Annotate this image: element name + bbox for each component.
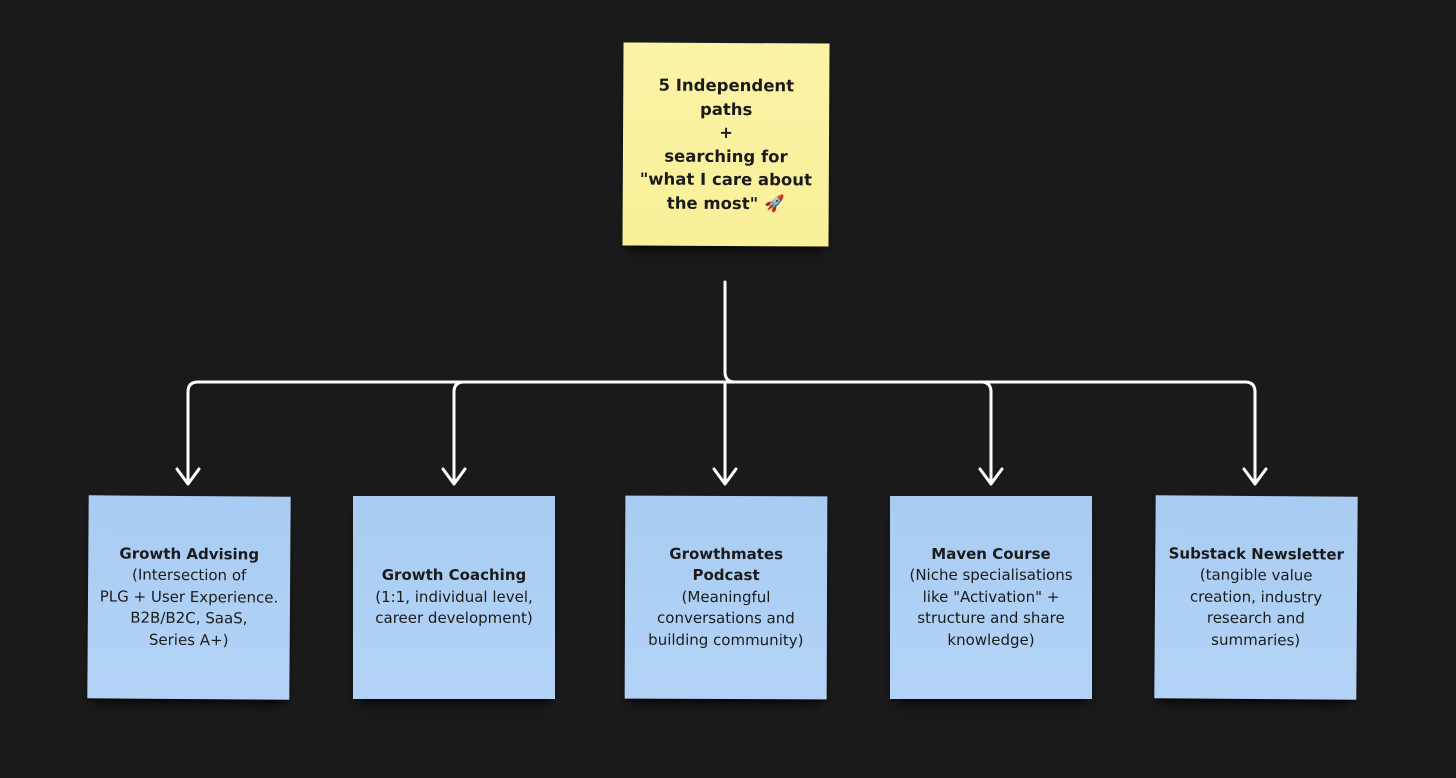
note-title: Growth Coaching	[381, 566, 527, 585]
root-line-2: paths	[699, 99, 753, 119]
arrowhead-5	[1242, 467, 1268, 486]
child-note-growth-advising[interactable]: Growth Advising (Intersection of PLG + U…	[87, 495, 291, 700]
root-line-3: +	[719, 122, 734, 143]
note-title: Growthmates	[669, 544, 784, 563]
root-line-6: the most" 🚀	[666, 193, 785, 213]
note-line: knowledge)	[947, 630, 1035, 649]
note-line: like "Activation" +	[922, 587, 1060, 606]
rocket-icon: 🚀	[763, 193, 785, 213]
child-note-substack-newsletter[interactable]: Substack Newsletter (tangible value crea…	[1154, 495, 1358, 700]
note-line: conversations and	[657, 609, 795, 628]
note-title: Maven Course	[931, 544, 1051, 563]
note-line: (1:1, individual level,	[375, 587, 533, 606]
trunk-connector	[713, 280, 737, 384]
note-line: structure and share	[917, 609, 1065, 628]
note-line: (Intersection of	[131, 565, 247, 585]
note-title: Growth Advising	[119, 544, 260, 564]
child-note-growth-coaching[interactable]: Growth Coaching (1:1, individual level, …	[353, 496, 555, 699]
note-line: career development)	[375, 609, 533, 628]
root-line-1: 5 Independent	[658, 75, 795, 96]
note-title: Podcast	[692, 566, 760, 585]
arrowhead-1	[175, 467, 201, 486]
branch-connector-2	[452, 380, 466, 484]
arrowhead-2	[441, 467, 467, 486]
note-line: B2B/B2C, SaaS,	[130, 608, 248, 628]
child-note-maven-course[interactable]: Maven Course (Niche specialisations like…	[890, 496, 1092, 699]
note-line: building community)	[648, 630, 804, 650]
arrowhead-4	[978, 467, 1004, 486]
branch-connector-5	[1243, 380, 1257, 484]
note-line: (Meaningful	[681, 587, 771, 606]
note-line: Series A+)	[148, 630, 229, 650]
branch-connector-1	[186, 380, 200, 484]
root-line-4: searching for	[664, 146, 788, 166]
note-line: research and	[1206, 608, 1305, 628]
note-title: Substack Newsletter	[1168, 544, 1345, 564]
arrowhead-3	[712, 467, 738, 486]
child-note-growthmates-podcast[interactable]: Growthmates Podcast (Meaningful conversa…	[624, 495, 828, 700]
note-line: (tangible value	[1199, 565, 1313, 585]
note-line: (Niche specialisations	[909, 566, 1073, 585]
root-sticky-note[interactable]: 5 Independent paths + searching for "wha…	[622, 42, 830, 247]
note-line: summaries)	[1211, 630, 1301, 650]
root-line-5: "what I care about	[639, 169, 812, 190]
note-line: PLG + User Experience.	[99, 587, 279, 607]
branch-connector-4	[979, 380, 993, 484]
note-line: creation, industry	[1189, 587, 1323, 607]
